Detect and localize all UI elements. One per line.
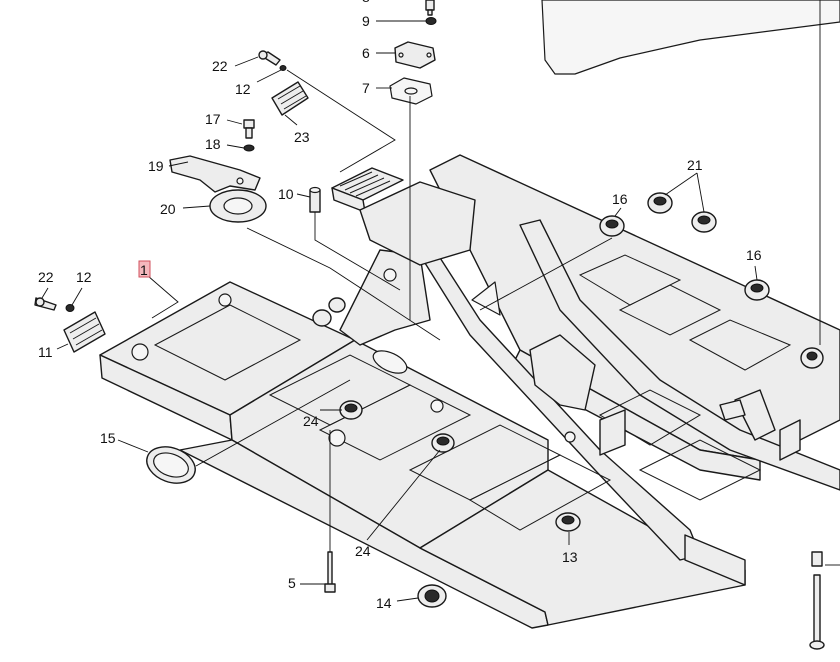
step-pad xyxy=(331,167,476,266)
callout-17: 17 xyxy=(205,111,221,127)
part-long-bolt-right xyxy=(809,551,825,650)
callout-18: 18 xyxy=(205,136,221,152)
part-13-mount xyxy=(555,512,581,532)
callout-9: 9 xyxy=(362,13,370,29)
part-10-pin xyxy=(309,186,321,213)
callout-12-left: 12 xyxy=(76,269,92,285)
callout-22-top: 22 xyxy=(212,58,228,74)
part-24-mount-left xyxy=(339,400,363,420)
part-22-bolt-left xyxy=(34,297,57,311)
part-16-mount-b xyxy=(744,279,770,301)
part-18-washer xyxy=(243,144,255,152)
part-23-grill xyxy=(271,81,309,116)
callout-24-right: 24 xyxy=(355,543,371,559)
cab-cover-panel xyxy=(541,0,840,75)
callout-labels: 1 5 6 7 8 9 10 11 12 12 13 14 15 16 16 1… xyxy=(38,0,762,611)
callout-5: 5 xyxy=(288,575,296,591)
callout-16-b: 16 xyxy=(746,247,762,263)
part-7-gasket xyxy=(389,77,433,105)
part-9-washer xyxy=(425,17,437,25)
callout-6: 6 xyxy=(362,45,370,61)
callout-16-a: 16 xyxy=(612,191,628,207)
callout-8: 8 xyxy=(362,0,370,5)
callout-1-highlight xyxy=(138,260,151,278)
part-19-bracket xyxy=(169,155,261,193)
callout-15: 15 xyxy=(100,430,116,446)
part-20-ring xyxy=(209,189,267,223)
callout-13: 13 xyxy=(562,549,578,565)
callout-20: 20 xyxy=(160,201,176,217)
part-17-bolt xyxy=(243,119,255,139)
part-24-mount-right xyxy=(431,433,455,453)
part-11-grill xyxy=(63,311,106,353)
part-8-bolt xyxy=(425,0,435,16)
part-12-washer-left xyxy=(65,304,75,312)
callout-21: 21 xyxy=(687,157,703,173)
part-mount-edge xyxy=(800,347,824,369)
callout-1: 1 xyxy=(140,262,148,278)
part-6-plate xyxy=(394,41,436,69)
callout-22-left: 22 xyxy=(38,269,54,285)
callout-24-left: 24 xyxy=(303,413,319,429)
part-5-bolt xyxy=(324,551,336,593)
part-14-grommet xyxy=(417,584,447,608)
part-mount-inner xyxy=(312,297,346,327)
callout-7: 7 xyxy=(362,80,370,96)
callout-10: 10 xyxy=(278,186,294,202)
part-16-mount-a xyxy=(599,215,625,237)
part-21-mount-b xyxy=(691,211,717,233)
callout-14: 14 xyxy=(376,595,392,611)
main-frame xyxy=(99,154,840,629)
callout-23: 23 xyxy=(294,129,310,145)
part-21-mount-a xyxy=(647,192,673,214)
leader-lines xyxy=(41,0,840,602)
part-22-bolt-top xyxy=(258,50,281,66)
part-12-washer-top xyxy=(279,65,287,71)
part-15-grommet xyxy=(146,446,196,484)
callout-19: 19 xyxy=(148,158,164,174)
callout-11: 11 xyxy=(38,344,53,360)
callout-12-top: 12 xyxy=(235,81,251,97)
